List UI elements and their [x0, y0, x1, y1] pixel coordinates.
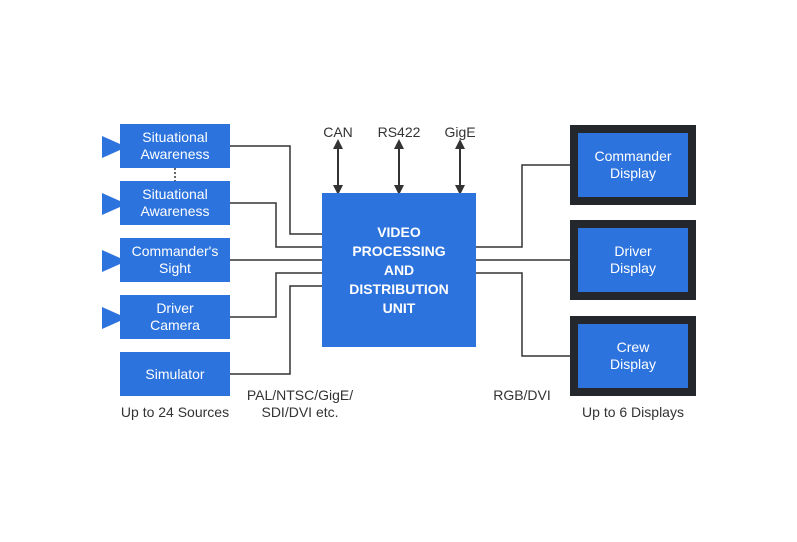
- camera-icon: [102, 136, 120, 158]
- processing-unit: VIDEO PROCESSING AND DISTRIBUTION UNIT: [322, 193, 476, 347]
- source-box-situational-awareness-2: Situational Awareness: [120, 181, 230, 225]
- source-box-commanders-sight: Commander's Sight: [120, 238, 230, 282]
- bus-label-gige: GigE: [444, 124, 476, 140]
- source-box-driver-camera: Driver Camera: [120, 295, 230, 339]
- source-wire-5: [230, 285, 322, 375]
- source-wire-1: [230, 145, 322, 235]
- processing-unit-label: VIDEO PROCESSING AND DISTRIBUTION UNIT: [349, 223, 449, 316]
- bus-label-rs422: RS422: [377, 124, 421, 140]
- bus-label-can: CAN: [323, 124, 353, 140]
- source-wire-2: [230, 202, 322, 248]
- source-label: Simulator: [145, 365, 205, 382]
- source-label: Situational Awareness: [140, 129, 210, 162]
- display-wire-3: [476, 272, 570, 357]
- display-screen: Crew Display: [578, 324, 688, 388]
- source-label: Driver Camera: [150, 300, 200, 333]
- source-box-simulator: Simulator: [120, 352, 230, 396]
- camera-icon: [102, 193, 120, 215]
- display-wire-1: [476, 164, 570, 248]
- display-label: Crew Display: [610, 339, 656, 372]
- display-screen: Commander Display: [578, 133, 688, 197]
- source-wire-4: [230, 272, 322, 318]
- source-box-situational-awareness-1: Situational Awareness: [120, 124, 230, 168]
- source-label: Commander's Sight: [131, 243, 219, 276]
- outputs-caption: RGB/DVI: [493, 387, 551, 403]
- camera-icon: [102, 307, 120, 329]
- source-label: Situational Awareness: [140, 186, 210, 219]
- display-label: Driver Display: [610, 243, 656, 276]
- displays-caption: Up to 6 Displays: [582, 404, 684, 420]
- inputs-caption: PAL/NTSC/GigE/ SDI/DVI etc.: [246, 387, 354, 420]
- display-crew: Crew Display: [570, 316, 696, 396]
- camera-icon: [102, 250, 120, 272]
- display-screen: Driver Display: [578, 228, 688, 292]
- display-driver: Driver Display: [570, 220, 696, 300]
- display-commander: Commander Display: [570, 125, 696, 205]
- display-label: Commander Display: [594, 148, 672, 181]
- sources-caption: Up to 24 Sources: [120, 404, 230, 420]
